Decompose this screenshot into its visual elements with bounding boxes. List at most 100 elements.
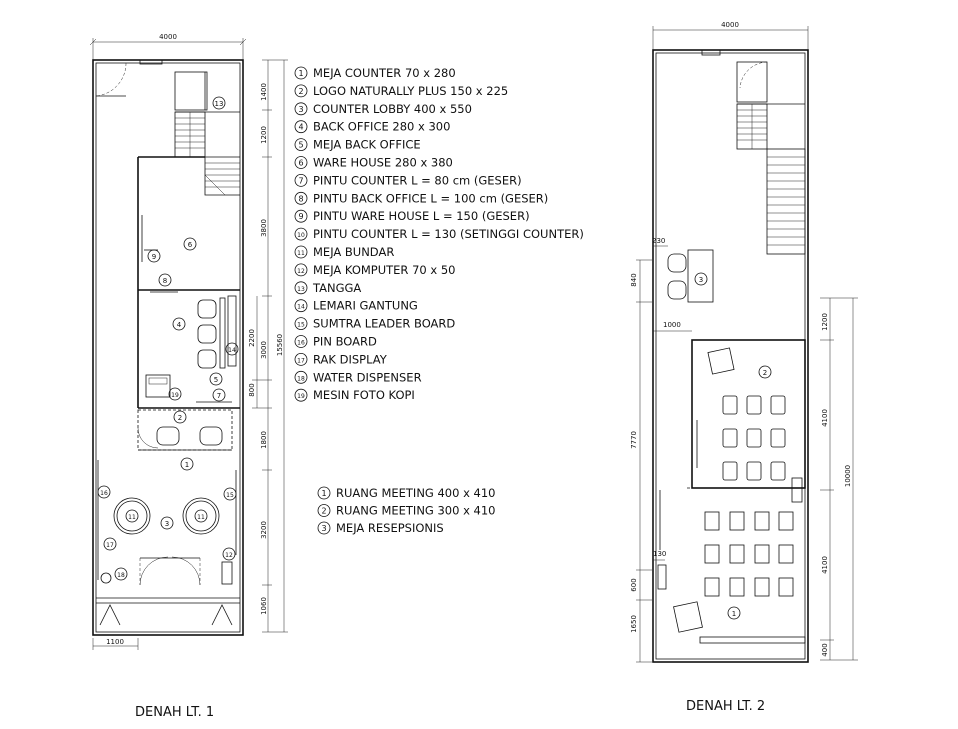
legend2-number-circle: [317, 521, 331, 535]
legend1-number: 15: [297, 322, 305, 329]
legend2-text: RUANG MEETING 300 x 410: [336, 504, 496, 518]
svg-text:1000: 1000: [663, 321, 681, 329]
legend1-number-circle: [294, 335, 308, 348]
legend1-number-circle: [294, 352, 308, 366]
svg-text:18: 18: [117, 572, 125, 579]
legend1-number-circle: [294, 281, 308, 295]
marker-8: 8: [158, 273, 172, 287]
legend1-text: MEJA BUNDAR: [313, 245, 394, 259]
legend1-item-12: 12 MEJA KOMPUTER 70 x 50: [294, 263, 455, 277]
svg-text:4: 4: [177, 321, 182, 329]
svg-text:9: 9: [152, 253, 156, 261]
marker-14: 14: [225, 342, 239, 356]
legend1-number-circle: [294, 84, 308, 98]
svg-text:3: 3: [165, 520, 169, 528]
legend2-number: 1: [321, 489, 326, 498]
legend1-number-circle: [294, 209, 308, 223]
svg-text:13: 13: [215, 100, 224, 108]
legend1-text: SUMTRA LEADER BOARD: [313, 317, 455, 331]
svg-text:230: 230: [652, 237, 665, 245]
svg-text:2: 2: [178, 414, 182, 422]
legend1-item-6: 6 WARE HOUSE 280 x 380: [294, 156, 453, 170]
svg-text:1: 1: [732, 610, 736, 618]
marker-16: 16: [97, 485, 111, 499]
legend1-number-circle: [294, 120, 308, 134]
legend1-text: WARE HOUSE 280 x 380: [313, 156, 453, 170]
legend1-number-circle: [294, 156, 308, 169]
legend2-number: 3: [321, 524, 326, 533]
legend1-item-15: 15 SUMTRA LEADER BOARD: [294, 317, 455, 331]
svg-text:400: 400: [821, 643, 829, 656]
floor2-title: DENAH LT. 2: [686, 699, 765, 714]
legend1-number: 6: [298, 159, 303, 168]
svg-text:14: 14: [228, 347, 236, 354]
svg-text:16: 16: [100, 490, 108, 497]
svg-text:1200: 1200: [260, 126, 268, 144]
legend1-number: 4: [298, 123, 303, 132]
legend1-number: 11: [297, 250, 305, 257]
legend1-number: 5: [298, 141, 303, 150]
meeting2-chairs: [722, 395, 786, 481]
svg-text:15560: 15560: [276, 334, 284, 356]
floor2-outer-wall: [652, 49, 809, 663]
floor2-width-dimension: 4000: [652, 21, 809, 50]
legend1-number: 13: [297, 286, 305, 293]
floor2-left-dimensions: 230 840 1000 7770 130 600 1650: [630, 237, 692, 663]
legend1-number: 16: [297, 340, 305, 347]
svg-text:840: 840: [630, 273, 638, 286]
legend1-text: PINTU WARE HOUSE L = 150 (GESER): [313, 209, 530, 223]
svg-text:17: 17: [106, 542, 114, 549]
svg-text:3: 3: [699, 276, 703, 284]
svg-text:3800: 3800: [260, 219, 268, 237]
marker-2: 2: [758, 365, 772, 379]
legend1-number-circle: [294, 173, 308, 187]
marker-4: 4: [172, 317, 186, 331]
floor1-title: DENAH LT. 1: [135, 705, 214, 720]
svg-text:6: 6: [188, 241, 193, 249]
svg-text:1800: 1800: [260, 431, 268, 449]
svg-text:1060: 1060: [260, 597, 268, 615]
svg-text:4100: 4100: [821, 556, 829, 574]
marker-1: 1: [180, 457, 194, 471]
floor1-right-dimensions: 1400 1200 3800 2200 3000 800 1800 3200 1…: [248, 59, 288, 633]
svg-text:7770: 7770: [630, 431, 638, 449]
floor2-plan: 4000: [630, 21, 858, 714]
marker-7: 7: [212, 388, 226, 402]
svg-text:2200: 2200: [248, 329, 256, 347]
svg-text:12: 12: [225, 552, 233, 559]
legend1-number: 19: [297, 393, 305, 400]
legend1-number: 18: [297, 375, 305, 382]
legend1-number-circle: [294, 66, 308, 80]
marker-11a: 11: [125, 509, 139, 523]
svg-text:15: 15: [226, 492, 234, 499]
legend1-number: 2: [298, 87, 303, 96]
legend1-text: MEJA KOMPUTER 70 x 50: [313, 263, 455, 277]
marker-11b: 11: [194, 509, 208, 523]
legend1-number: 1: [298, 69, 303, 78]
legend1-number-circle: [294, 102, 308, 116]
legend2-number-circle: [317, 504, 331, 517]
legend1-number: 12: [297, 268, 305, 275]
legend1-text: BACK OFFICE 280 x 300: [313, 120, 450, 134]
legend1-text: MESIN FOTO KOPI: [313, 388, 415, 402]
legend1-text: MEJA BACK OFFICE: [313, 138, 421, 152]
svg-text:10000: 10000: [844, 465, 852, 487]
svg-text:19: 19: [171, 392, 179, 399]
legend1-number: 3: [298, 105, 303, 114]
legend1-number: 8: [298, 194, 303, 203]
legend1-number-circle: [294, 370, 308, 384]
